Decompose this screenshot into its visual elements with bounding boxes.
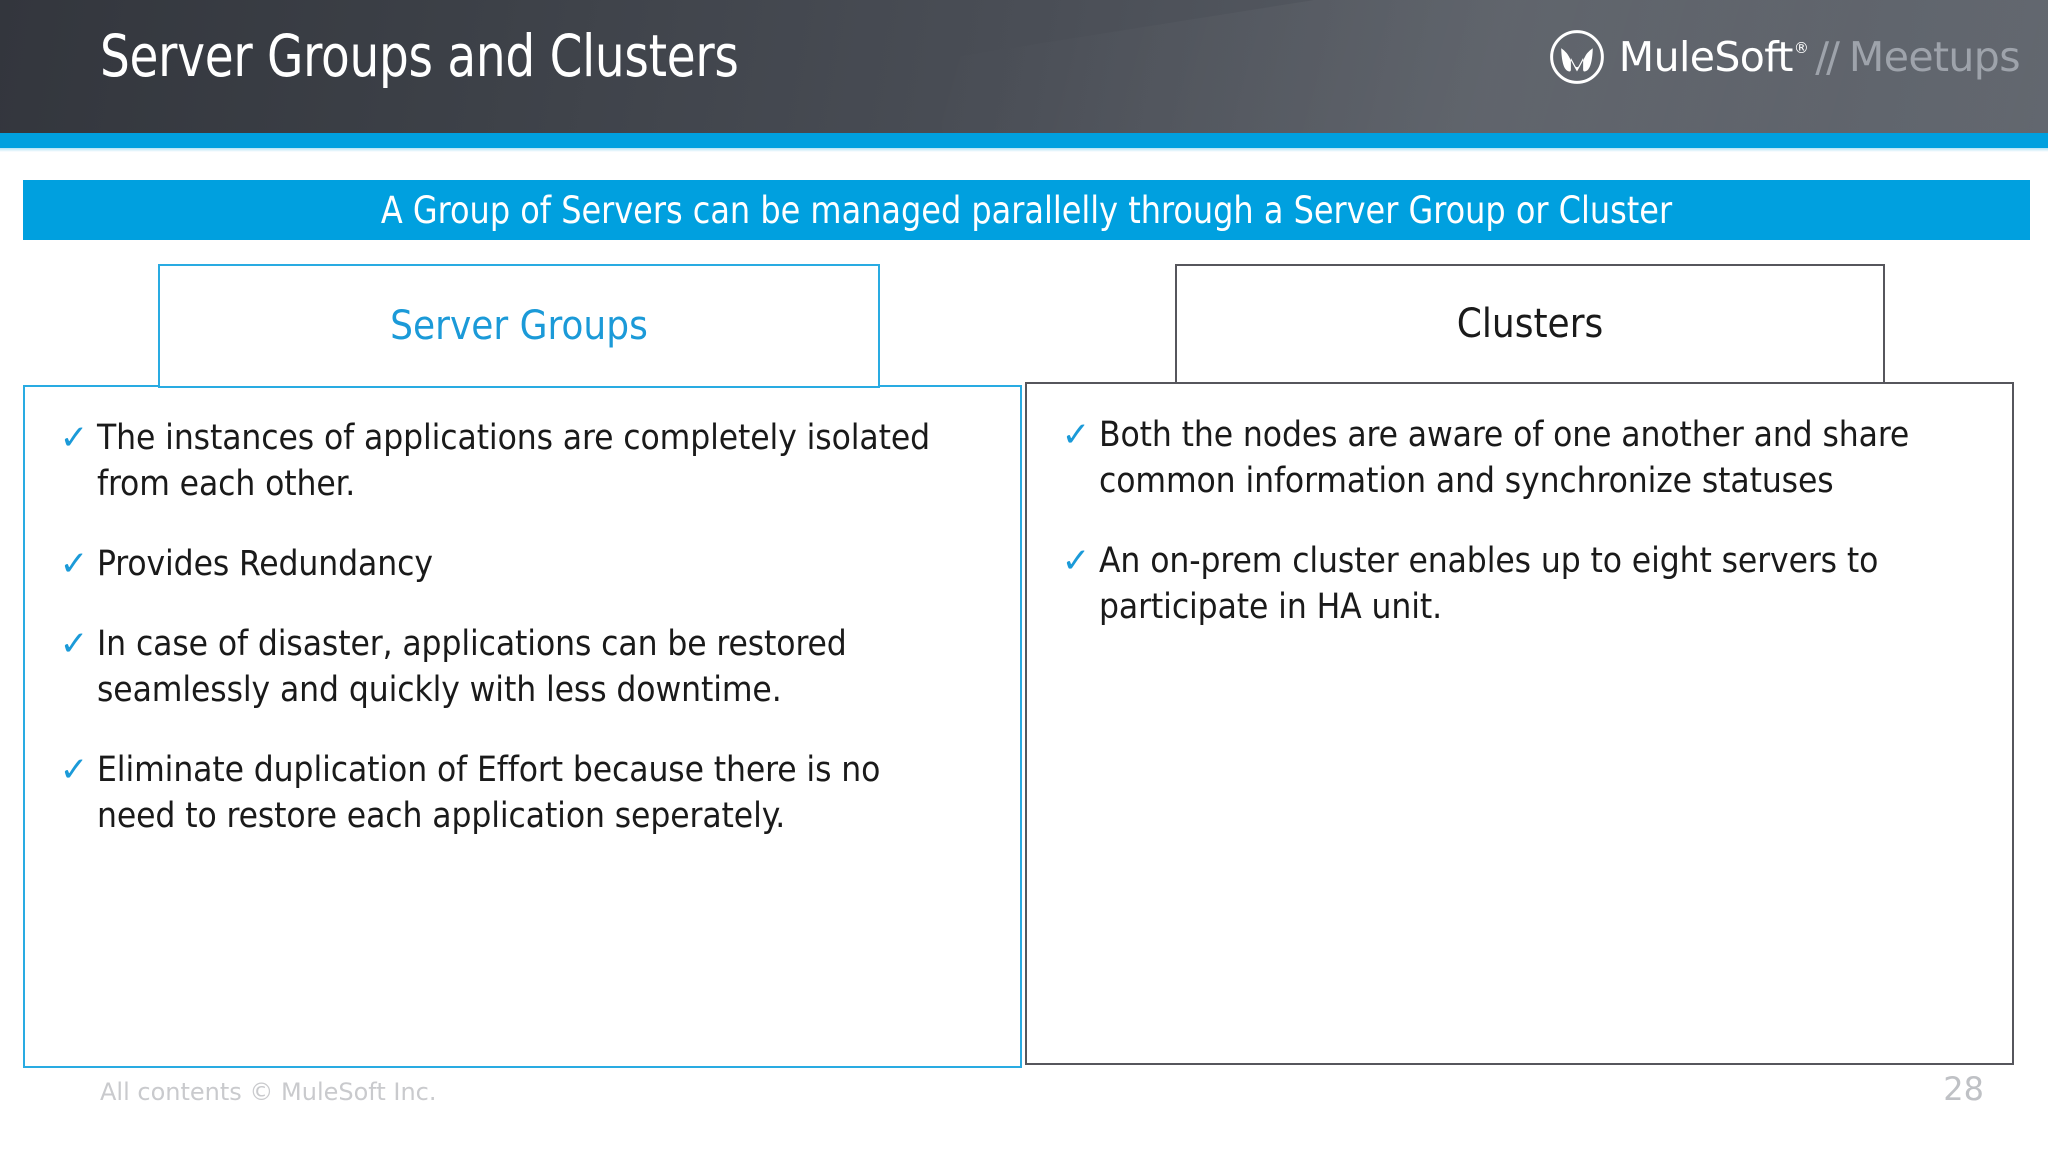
mulesoft-meetups-logo: MuleSoft® // Meetups [1549, 26, 2021, 88]
list-item: ✓ Both the nodes are aware of one anothe… [1053, 412, 1986, 504]
logo-separator-slashes: // [1815, 32, 1840, 81]
list-item-text: An on-prem cluster enables up to eight s… [1099, 541, 1879, 627]
list-item: ✓ An on-prem cluster enables up to eight… [1053, 538, 1986, 630]
logo-product-name: Meetups [1848, 32, 2021, 81]
header-accent-rule [0, 133, 2048, 148]
mulesoft-mule-head-icon [1549, 30, 1604, 84]
list-item: ✓ The instances of applications are comp… [51, 415, 994, 507]
check-icon: ✓ [59, 624, 89, 664]
tab-clusters[interactable]: Clusters [1175, 264, 1885, 384]
server-groups-bullet-list: ✓ The instances of applications are comp… [25, 387, 1020, 839]
clusters-bullet-list: ✓ Both the nodes are aware of one anothe… [1027, 384, 2012, 630]
check-icon: ✓ [59, 418, 89, 458]
summary-banner: A Group of Servers can be managed parall… [23, 180, 2030, 240]
header-accent-rule-shadow [0, 148, 2048, 152]
check-icon: ✓ [1061, 541, 1091, 581]
check-icon: ✓ [59, 544, 89, 584]
list-item-text: The instances of applications are comple… [97, 418, 930, 504]
check-icon: ✓ [1061, 415, 1091, 455]
list-item: ✓ Eliminate duplication of Effort becaus… [51, 747, 994, 839]
list-item-text: In case of disaster, applications can be… [97, 624, 847, 710]
page-title: Server Groups and Clusters [100, 22, 739, 90]
logo-registered-mark: ® [1793, 38, 1809, 57]
tab-clusters-label: Clusters [1456, 301, 1604, 347]
slide-page-number: 28 [1943, 1070, 1984, 1108]
list-item: ✓ Provides Redundancy [51, 541, 994, 587]
tab-server-groups-label: Server Groups [390, 303, 648, 349]
tab-server-groups[interactable]: Server Groups [158, 264, 880, 388]
list-item-text: Both the nodes are aware of one another … [1099, 415, 1910, 501]
list-item: ✓ In case of disaster, applications can … [51, 621, 994, 713]
check-icon: ✓ [59, 750, 89, 790]
list-item-text: Provides Redundancy [97, 544, 433, 584]
list-item-text: Eliminate duplication of Effort because … [97, 750, 881, 836]
slide-header: Server Groups and Clusters MuleSoft® // … [0, 0, 2048, 133]
panel-server-groups: ✓ The instances of applications are comp… [23, 385, 1022, 1068]
summary-banner-text: A Group of Servers can be managed parall… [380, 188, 1673, 232]
logo-wordmark-text: MuleSoft [1618, 32, 1794, 81]
footer-copyright: All contents © MuleSoft Inc. [100, 1078, 437, 1106]
panel-clusters: ✓ Both the nodes are aware of one anothe… [1025, 382, 2014, 1065]
logo-wordmark: MuleSoft® [1619, 36, 1809, 78]
